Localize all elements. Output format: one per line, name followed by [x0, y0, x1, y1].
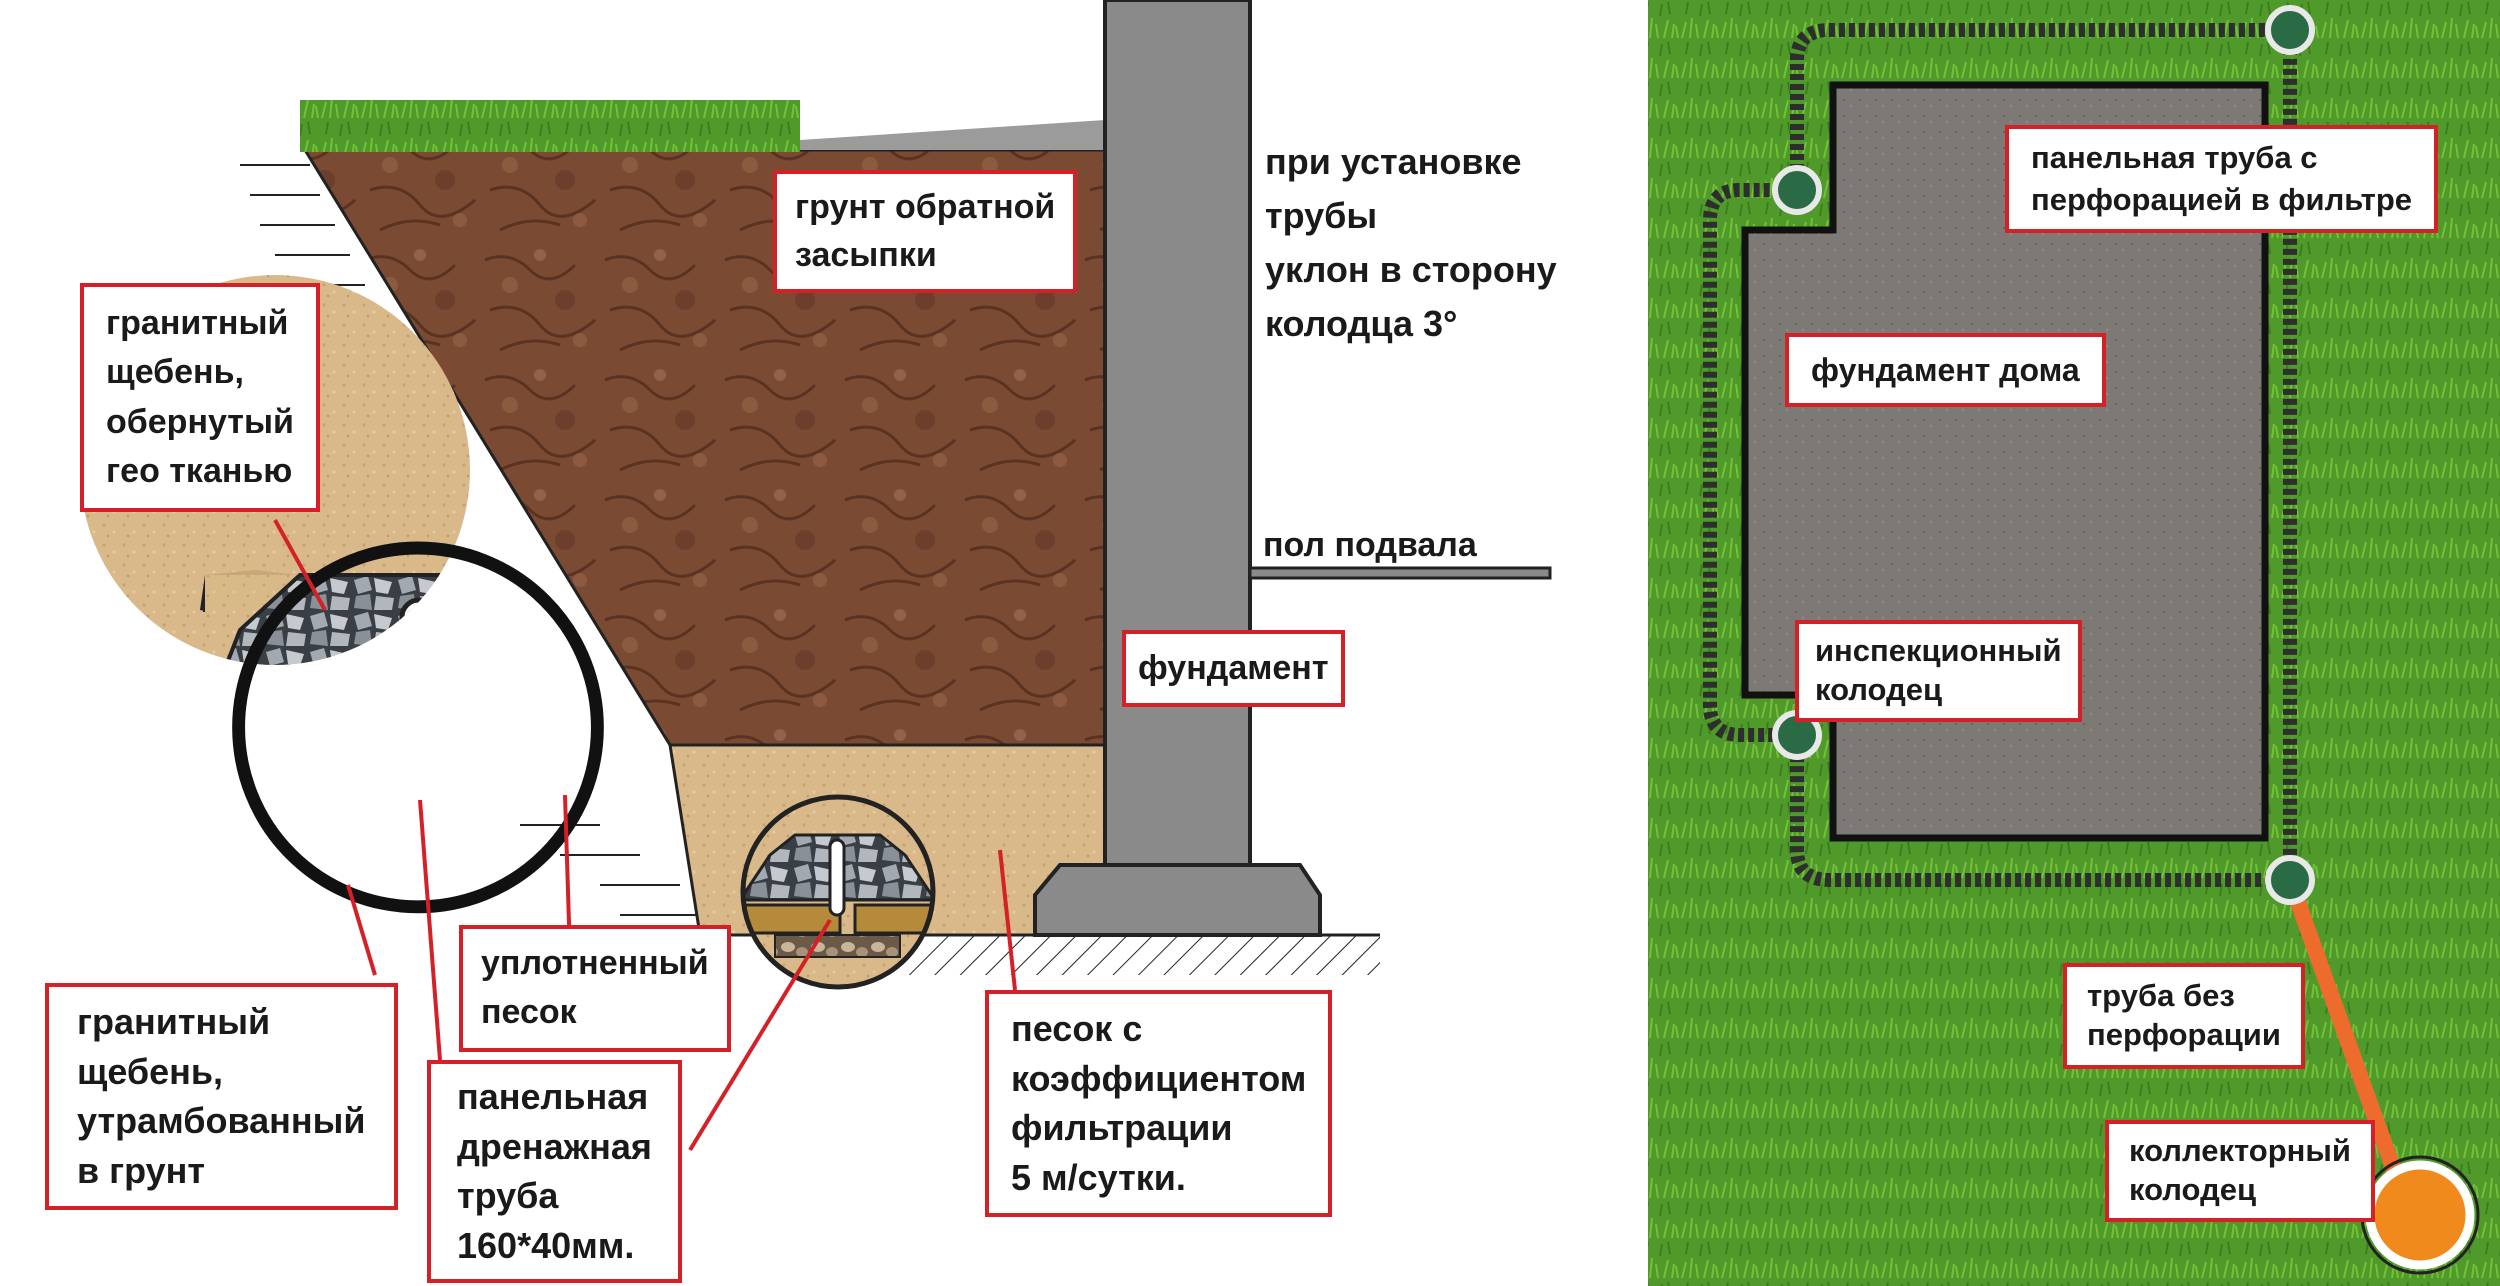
blind-area: [800, 120, 1105, 150]
label-line: обернутый: [106, 402, 294, 441]
label-line: песок: [481, 993, 577, 1032]
slope-note: при установке трубы уклон в сторону коло…: [1265, 135, 1557, 351]
foundation-wall: [1103, 0, 1252, 877]
label-line: труба без: [2087, 978, 2235, 1013]
label-line: щебень,: [77, 1050, 224, 1092]
foundation-label: фундамент: [1122, 630, 1345, 708]
note-line: уклон в сторону: [1265, 249, 1557, 290]
label-line: гео тканью: [106, 451, 293, 490]
note-line: трубы: [1265, 195, 1378, 236]
label-line: уплотненный: [481, 944, 709, 982]
lawn: [300, 100, 800, 152]
label-line: панельная труба с: [2031, 140, 2318, 175]
inspection-well-label: инспекционный колодец: [1795, 620, 2082, 722]
label-line: инспекционный: [1815, 633, 2062, 668]
collector-well-icon: [2365, 1160, 2475, 1270]
label-line: перфорации: [2087, 1016, 2281, 1052]
foundation-footing: [1033, 863, 1322, 937]
basement-floor-slab: [1248, 566, 1552, 580]
cross-section: [80, 0, 2292, 1152]
label-line: труба: [457, 1175, 559, 1217]
label-line: щебень,: [106, 353, 244, 392]
label-line: панельная: [457, 1076, 649, 1117]
label-line: фундамент: [1138, 649, 1329, 687]
label-line: коллекторный: [2129, 1133, 2351, 1168]
label-line: коэффициентом: [1011, 1057, 1307, 1099]
basement-floor-label: пол подвала: [1263, 520, 1477, 571]
label-line: гранитный: [77, 1001, 271, 1042]
perforated-drain-loop: [1703, 23, 2297, 887]
rammed-gravel-label: гранитный щебень, утрамбованный в грунт: [45, 983, 398, 1210]
label-line: утрамбованный: [77, 1100, 366, 1142]
label-line: перфорацией в фильтре: [2031, 181, 2412, 217]
solid-pipe-label: труба без перфорации: [2063, 963, 2305, 1069]
compacted-sand-label: уплотненный песок: [459, 925, 731, 1052]
panel-pipe-label: панельная дренажная труба 160*40мм.: [427, 1060, 682, 1283]
label-line: дренажная: [457, 1125, 652, 1167]
label-line: пол подвала: [1263, 526, 1477, 564]
label-line: колодец: [1815, 671, 1943, 707]
label-line: в грунт: [77, 1150, 206, 1192]
filter-sand-label: песок с коэффициентом фильтрации 5 м/сут…: [985, 990, 1333, 1217]
small-detail-circle: [740, 794, 936, 990]
house-foundation-label: фундамент дома: [1785, 333, 2106, 408]
label-line: 160*40мм.: [457, 1225, 635, 1267]
inspection-well-icon: [2265, 5, 2315, 55]
label-line: грунт обратной: [795, 188, 1056, 226]
inspection-well-icon: [1772, 165, 1822, 215]
label-line: гранитный: [106, 304, 289, 342]
bedrock-hatching: [900, 935, 1380, 975]
label-line: фундамент дома: [1811, 352, 2080, 388]
label-line: колодец: [2129, 1171, 2257, 1207]
inspection-well-icon: [2265, 855, 2315, 905]
label-line: фильтрации: [1011, 1107, 1233, 1149]
label-line: 5 м/сутки.: [1011, 1157, 1186, 1199]
note-line: при установке: [1265, 141, 1522, 182]
label-line: песок с: [1011, 1008, 1143, 1049]
label-line: засыпки: [795, 235, 937, 274]
perforated-pipe-label: панельная труба с перфорацией в фильтре: [2005, 125, 2438, 233]
note-line: колодца 3°: [1265, 303, 1458, 344]
backfill-label: грунт обратной засыпки: [773, 170, 1078, 294]
solid-pipe: [2282, 877, 2418, 1218]
geo-gravel-label: гранитный щебень, обернутый гео тканью: [80, 283, 320, 513]
collector-well-label: коллекторный колодец: [2105, 1120, 2375, 1222]
